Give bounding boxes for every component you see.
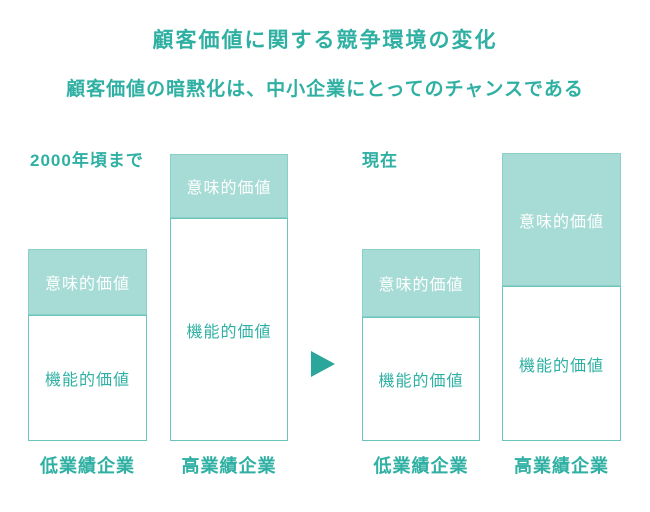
page-title: 顧客価値に関する競争環境の変化 bbox=[152, 29, 498, 52]
segment-semantic-value: 意味的価値 bbox=[362, 249, 480, 317]
segment-label: 意味的価値 bbox=[518, 213, 604, 231]
period-label-before-2000: 2000年頃まで bbox=[30, 151, 144, 170]
segment-semantic-value: 意味的価値 bbox=[170, 154, 288, 218]
segment-label: 機能的価値 bbox=[44, 372, 130, 389]
segment-label: 意味的価値 bbox=[378, 277, 464, 294]
bar-high-performer-before-2000: 意味的価値 機能的価値 bbox=[170, 154, 288, 441]
segment-label: 意味的価値 bbox=[44, 276, 130, 293]
segment-semantic-value: 意味的価値 bbox=[502, 153, 621, 286]
page-subtitle: 顧客価値の暗黙化は、中小企業にとってのチャンスである bbox=[66, 79, 584, 100]
company-label-high-performer-now: 高業績企業 bbox=[514, 456, 609, 476]
company-label-low-performer-now: 低業績企業 bbox=[373, 456, 469, 476]
segment-label: 機能的価値 bbox=[378, 373, 464, 390]
segment-label: 機能的価値 bbox=[518, 357, 604, 375]
period-label-now: 現在 bbox=[362, 151, 398, 170]
segment-functional-value: 機能的価値 bbox=[502, 286, 621, 441]
company-label-high-performer-before-2000: 高業績企業 bbox=[181, 456, 277, 476]
segment-functional-value: 機能的価値 bbox=[362, 317, 480, 441]
bar-low-performer-before-2000: 意味的価値 機能的価値 bbox=[28, 249, 147, 441]
arrow-right-icon bbox=[311, 351, 335, 377]
company-label-low-performer-before-2000: 低業績企業 bbox=[40, 456, 135, 476]
segment-functional-value: 機能的価値 bbox=[28, 315, 147, 441]
segment-semantic-value: 意味的価値 bbox=[28, 249, 147, 315]
bar-high-performer-now: 意味的価値 機能的価値 bbox=[502, 153, 621, 441]
bar-low-performer-now: 意味的価値 機能的価値 bbox=[362, 249, 480, 441]
segment-functional-value: 機能的価値 bbox=[170, 218, 288, 441]
segment-label: 機能的価値 bbox=[186, 323, 272, 341]
segment-label: 意味的価値 bbox=[186, 180, 272, 197]
